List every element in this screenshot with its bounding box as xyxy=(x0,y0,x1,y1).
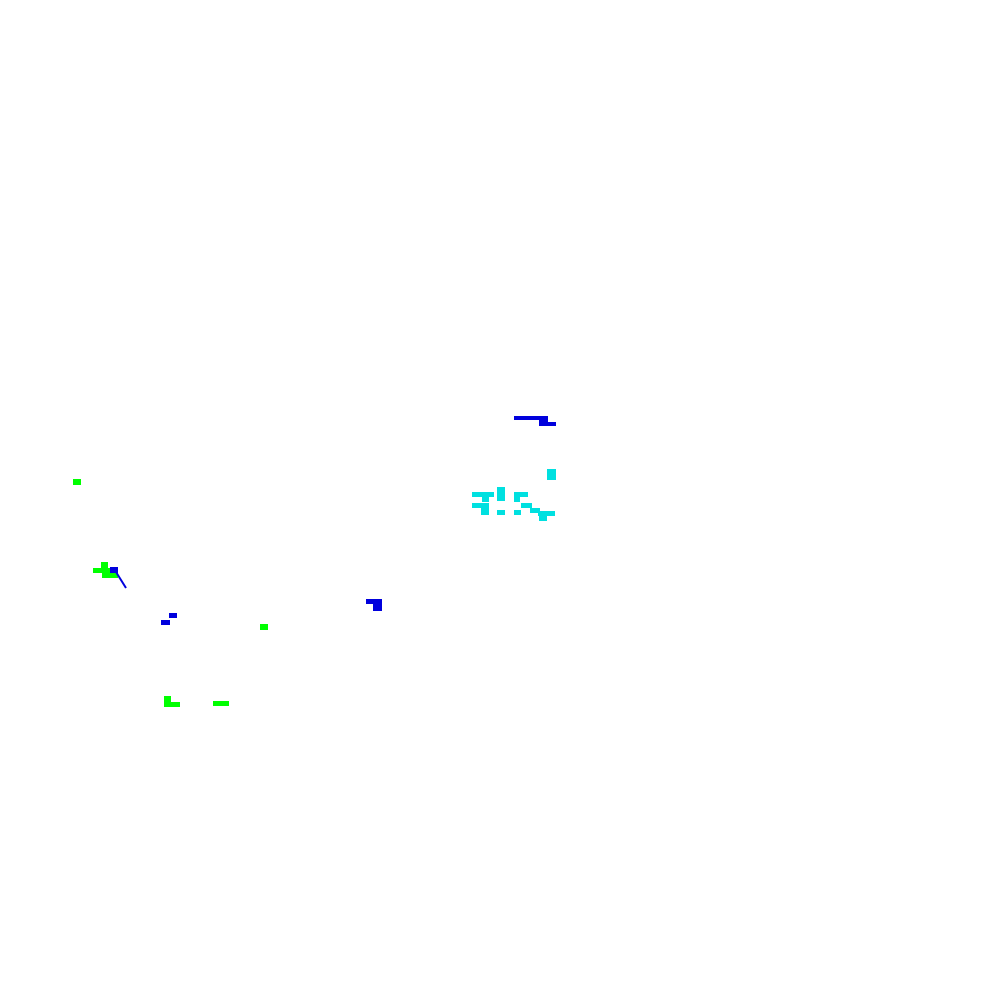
cyan-block xyxy=(539,516,547,521)
cyan-block xyxy=(538,511,555,516)
cyan-block xyxy=(497,510,505,515)
blue-block xyxy=(366,599,382,604)
cyan-block xyxy=(530,508,540,513)
blue-block xyxy=(169,613,177,618)
blue-line xyxy=(115,571,127,589)
green-block xyxy=(93,568,110,573)
blue-block xyxy=(110,567,118,573)
cyan-block xyxy=(482,497,489,502)
cyan-block xyxy=(521,503,532,508)
blue-block xyxy=(514,416,548,420)
cyan-block xyxy=(514,510,521,515)
blue-block xyxy=(548,422,556,426)
cyan-block xyxy=(514,492,528,497)
cyan-block xyxy=(497,487,505,501)
blue-block xyxy=(539,420,548,426)
green-block xyxy=(164,702,180,707)
green-block xyxy=(101,562,108,568)
green-block xyxy=(213,701,229,706)
cyan-block xyxy=(481,508,489,515)
cyan-block xyxy=(472,492,494,497)
cyan-block xyxy=(514,497,520,502)
blue-block xyxy=(161,620,170,625)
blue-block xyxy=(373,604,382,611)
cyan-block xyxy=(547,469,556,480)
green-dot xyxy=(73,479,81,485)
green-block xyxy=(164,696,171,702)
cyan-block xyxy=(472,503,489,508)
green-dot xyxy=(260,624,268,630)
green-block xyxy=(102,573,118,578)
